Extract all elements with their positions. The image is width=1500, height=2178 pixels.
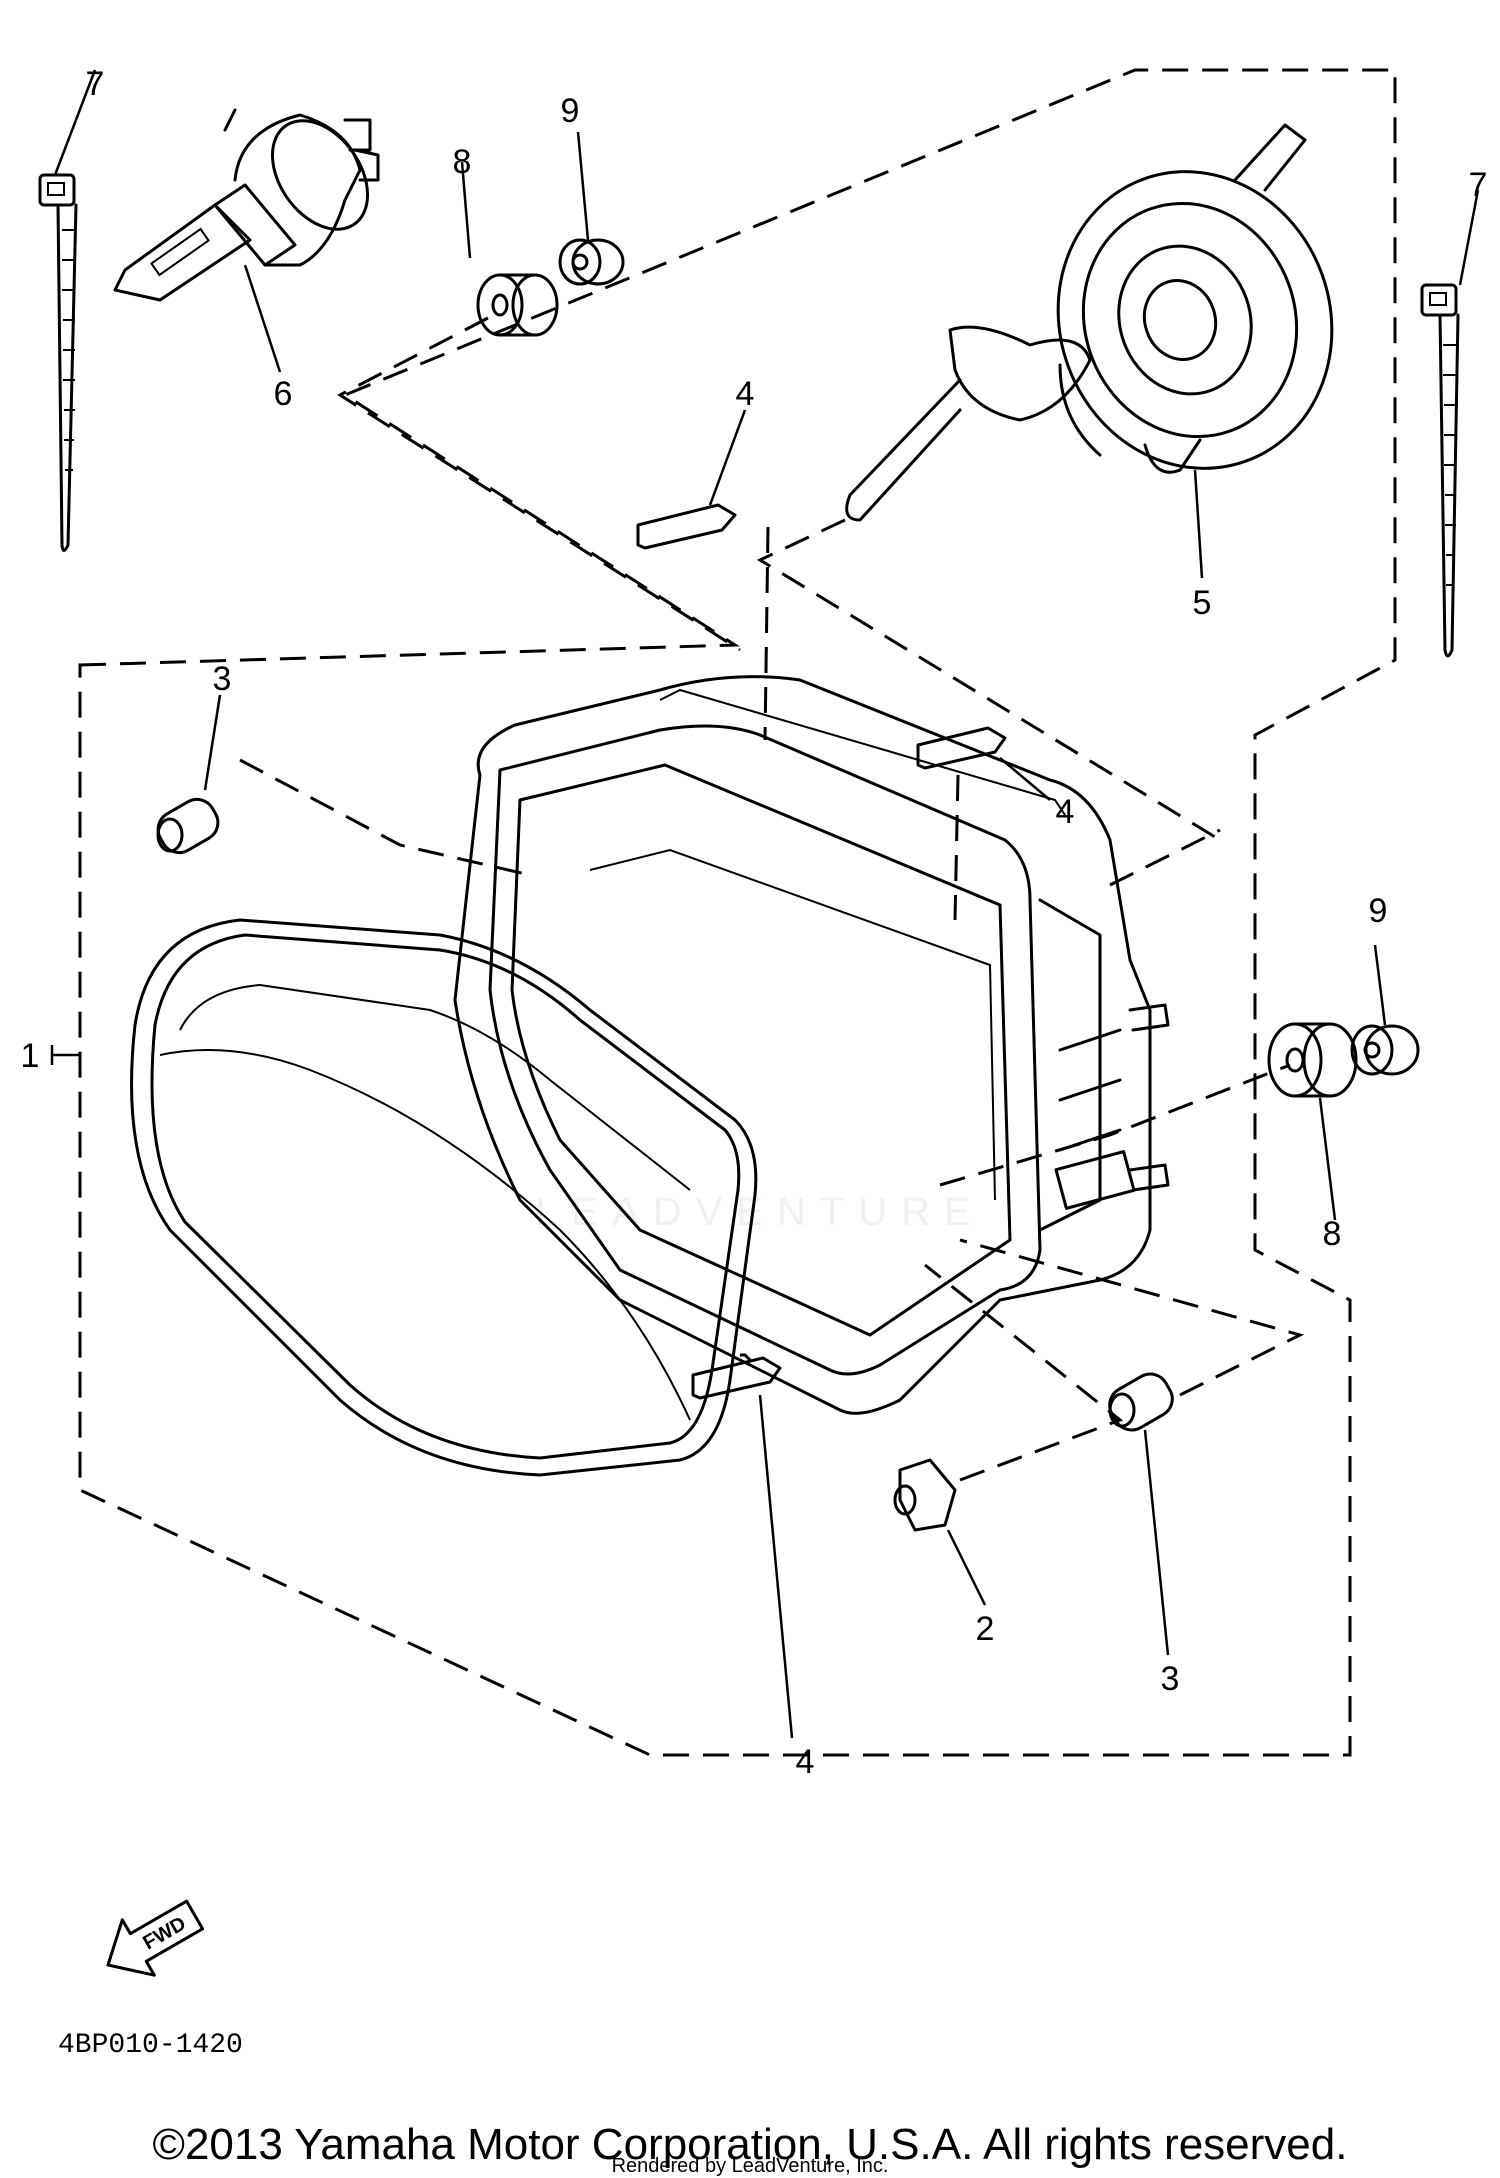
- fwd-arrow: FWD: [106, 1899, 205, 1977]
- assembly-boundary: [78, 68, 1397, 1757]
- cable-tie-right: [1420, 283, 1460, 658]
- callout-6: 6: [274, 375, 293, 413]
- housing: [453, 675, 1170, 1415]
- bulb: [113, 108, 380, 302]
- collar-right: [1350, 1024, 1420, 1076]
- callout-4-bottom: 4: [796, 1743, 815, 1781]
- callout-9-right: 9: [1369, 892, 1388, 930]
- grommet-top: [476, 273, 559, 337]
- clip-mid: [916, 726, 1007, 770]
- callout-8-right: 8: [1323, 1215, 1342, 1253]
- lens: [130, 918, 758, 1477]
- callout-9-top: 9: [561, 92, 580, 130]
- nut: [893, 1458, 957, 1532]
- callout-1: 1: [21, 1037, 40, 1075]
- callout-3-left: 3: [213, 660, 232, 698]
- callout-7-right: 7: [1469, 166, 1488, 204]
- callout-4-mid: 4: [1056, 793, 1075, 831]
- clip-top: [636, 503, 737, 550]
- assembly-bracket: [50, 1045, 80, 1065]
- cable-tie-left: [38, 173, 78, 552]
- callout-7-left: 7: [86, 65, 105, 103]
- grommet-right: [1267, 1022, 1358, 1098]
- callout-3-bottom: 3: [1161, 1660, 1180, 1698]
- copyright-text: ©2013 Yamaha Motor Corporation, U.S.A. A…: [152, 2120, 1348, 2169]
- leader-lines: [53, 69, 1480, 1739]
- rendered-by-text: Rendered by LeadVenture, Inc.: [611, 2155, 889, 2177]
- callout-2: 2: [976, 1610, 995, 1648]
- diagram-code: 4BP010-1420: [58, 2030, 243, 2061]
- socket: [845, 123, 1334, 522]
- collar-top: [558, 238, 625, 286]
- callout-4-top: 4: [736, 375, 755, 413]
- adjuster-left: [156, 797, 220, 855]
- adjuster-bottom: [1108, 1372, 1174, 1432]
- fwd-label: FWD: [139, 1913, 189, 1955]
- callout-5: 5: [1193, 584, 1212, 622]
- callout-8-top: 8: [453, 143, 472, 181]
- watermark: LEADVENTURE: [535, 1190, 985, 1234]
- clip-bottom: [691, 1356, 782, 1400]
